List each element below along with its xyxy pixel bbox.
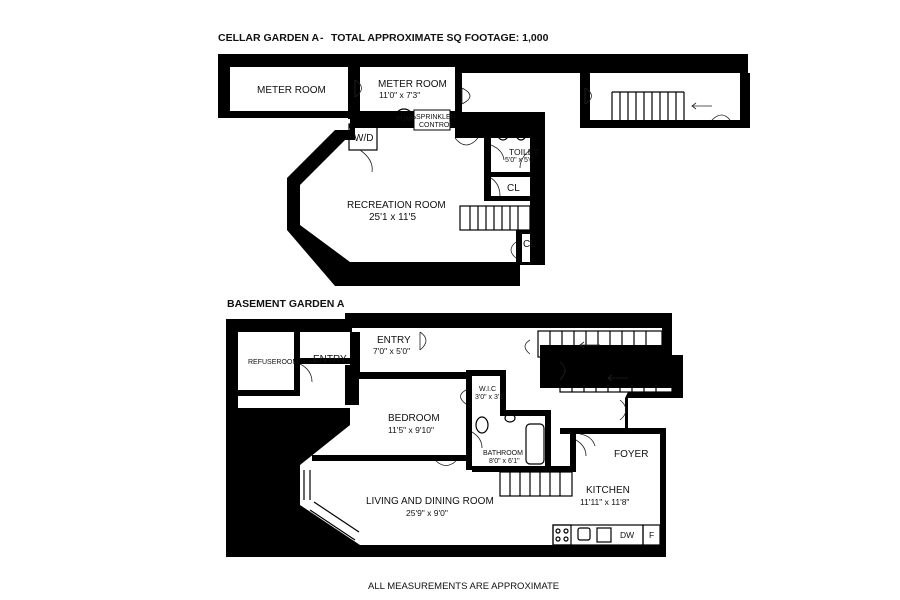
basement-plan: BASEMENT GARDEN A [226,298,683,557]
recreation-dims: 25'1 x 11'5 [369,212,416,223]
meter-divider-wall [348,67,360,111]
sprinkler-label-1: SPRINKLER [416,114,456,121]
cellar-stairs-left [459,205,531,231]
pump-label: PUMP [396,116,417,123]
door-arc [435,460,457,466]
door-arc [419,331,427,351]
meter-room-1-label: METER ROOM [257,85,326,96]
foyer-top-wall [560,428,630,434]
bathtub [525,423,545,465]
bath-top-wall [500,410,550,416]
meter-room-2-label: METER ROOM [378,79,447,90]
bath-right-wall [545,410,551,470]
cl-2-label: CL [523,239,536,250]
door-arc [519,149,531,169]
bedroom-right-wall [466,370,472,470]
cl-bottom-wall [484,196,532,201]
kitchen-label: KITCHEN [586,485,630,496]
basement-stairs-top [537,330,663,358]
sprinkler-box [413,109,451,131]
bay-window [303,414,360,541]
entry1-divider [300,358,360,364]
basement-outer-wall [226,313,683,557]
wd-label: W/D [354,133,373,144]
bedroom-top-wall [345,372,470,379]
door-arc [619,399,627,421]
kitchen-counter [552,524,661,546]
door-arc [579,433,596,447]
sink-fixture [515,127,527,141]
toilet-label: TOILET [509,147,539,157]
cellar-stairs-right [611,91,712,120]
door-arc [354,79,362,98]
basement-title: BASEMENT GARDEN A [227,298,345,310]
door-arc [559,361,566,381]
door-arc [460,389,467,405]
living-dims: 25'9" x 9'0" [406,508,448,518]
foyer-label: FOYER [614,449,648,460]
bath-bottom-wall [472,466,572,472]
wic-top-wall [466,370,506,376]
wic-right-wall [500,370,506,416]
living-label: LIVING AND DINING ROOM [366,496,494,507]
cl-1-label: CL [507,183,520,194]
door-arc [299,363,313,383]
basement-stairs-mid [559,361,673,393]
toilet-left-wall [484,118,491,200]
toilet-bottom-wall [484,172,532,177]
bathroom-dims: 8'0" x 6'1" [489,458,520,465]
bathroom-label: BATHROOM [483,450,523,457]
wic-label: W.I.C [479,386,496,393]
door-arc [359,149,373,173]
toilet-fixture [496,123,510,141]
pump-symbol [394,108,414,128]
cellar-plan: CELLAR GARDEN A - TOTAL APPROXIMATE SQ F… [218,32,750,286]
basement-stairs-bottom [499,471,573,497]
refuse-right-wall [294,332,300,396]
toilet-dims: 5'0" x 5'0" [505,157,536,164]
door-arc [711,114,731,121]
door-arc [524,339,531,355]
door-arc [575,439,587,457]
meter-bottom-wall [348,111,458,119]
foyer-left-wall [570,428,576,472]
wd-wall [349,124,377,128]
footer-note: ALL MEASUREMENTS ARE APPROXIMATE [368,581,559,592]
cellar-title: CELLAR GARDEN A [218,32,320,44]
recreation-label: RECREATION ROOM [347,200,446,211]
refuse-label: REFUSEROOM [248,359,298,366]
door-arc [490,144,505,161]
meter-room-2-dims: 11'0" x 7'3" [379,90,420,100]
bedroom-dims: 11'5" x 9'10" [388,425,434,435]
sprinkler-label-2: CONTROL [419,122,453,129]
cl2-wall [516,230,522,264]
entry-2-label: ENTRY [377,335,411,346]
door-arc [510,241,517,259]
door-arc [584,87,592,105]
entry-2-dims: 7'0" x 5'0" [373,346,410,356]
door-arc [490,177,501,197]
door-arc [471,431,483,449]
basement-stairs-left [244,454,278,496]
basement-sink [504,413,516,423]
bedroom-corner [345,365,359,405]
entry-1-label: ENTRY [313,354,347,365]
door-arc [454,137,479,146]
dishwasher-label: DW [620,530,634,540]
wic-dims: 3'0" x 3'1" [475,394,506,401]
cl2-top-wall [516,230,532,234]
bedroom-bottom-wall [312,455,467,461]
basement-toilet [475,416,489,434]
entry-divider-wall [350,332,360,372]
cellar-total-sqft: TOTAL APPROXIMATE SQ FOOTAGE: 1,000 [331,32,549,44]
refuse-bottom-wall [238,390,300,396]
fridge-label: F [649,530,654,540]
cellar-title-separator: - [320,32,324,44]
door-arc [461,87,471,105]
bedroom-label: BEDROOM [388,413,440,424]
kitchen-dims: 11'11" x 11'8" [580,497,629,507]
